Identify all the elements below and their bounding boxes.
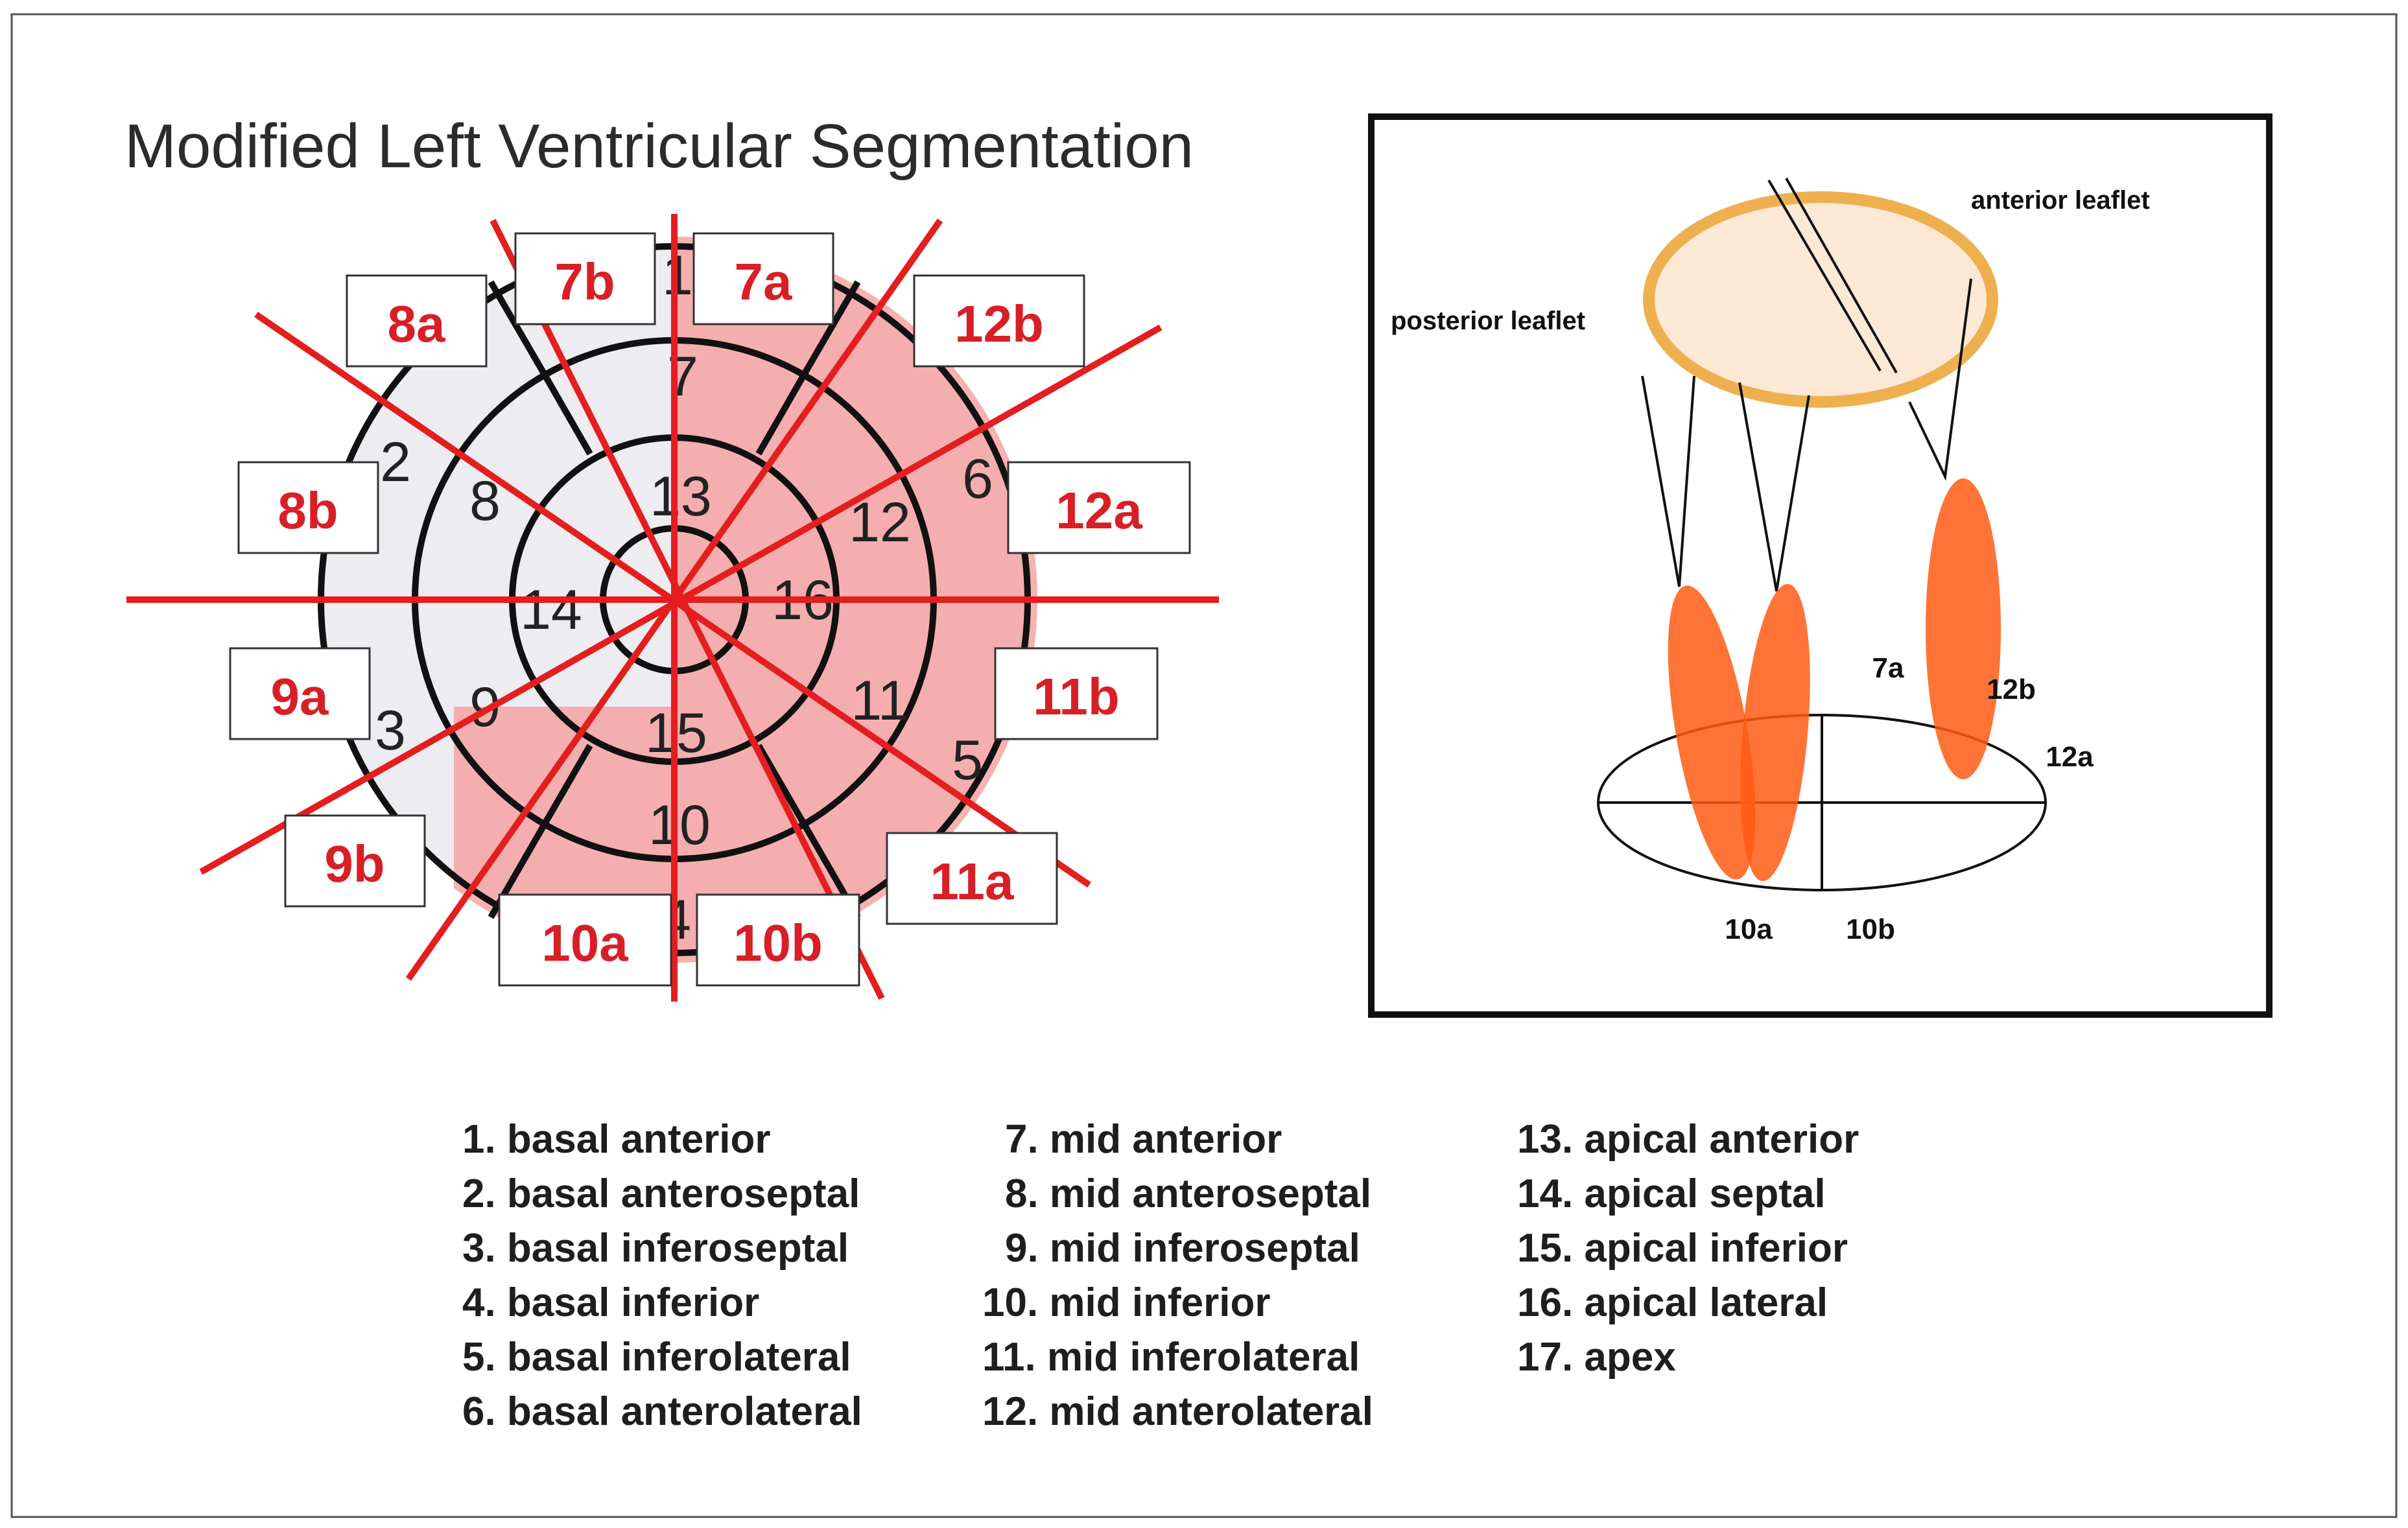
subsegment-label: 11b xyxy=(1033,668,1119,725)
leaflet-line xyxy=(1767,179,1882,372)
page-title: Modified Left Ventricular Segmentation xyxy=(124,112,1194,181)
chordae xyxy=(1908,278,1972,481)
leaflet-line xyxy=(1785,178,1898,373)
segment-number: 13 xyxy=(650,465,712,528)
mitral-annulus xyxy=(1643,191,1998,408)
subsegment-label: 8b xyxy=(277,482,338,539)
subsegment-label: 8a xyxy=(388,295,445,353)
valve-label-12b: 12b xyxy=(1987,674,2036,705)
segment-number: 5 xyxy=(952,729,983,792)
legend-item: 2. basal anteroseptal xyxy=(462,1171,860,1216)
legend-item: 9. mid inferoseptal xyxy=(1005,1226,1360,1271)
red-subsegment-lines xyxy=(126,214,1219,1002)
legend-column-basal: 1. basal anterior 2. basal anteroseptal … xyxy=(462,1117,862,1434)
segment-number: 10 xyxy=(648,794,711,856)
subsegment-label: 7b xyxy=(554,253,615,311)
subsegment-label: 11a xyxy=(930,852,1014,910)
legend-item: 10. mid inferior xyxy=(982,1280,1270,1325)
chordae xyxy=(1641,375,1695,587)
legend-column-apical: 13. apical anterior 14. apical septal 15… xyxy=(1517,1117,1859,1380)
subsegment-label: 10b xyxy=(733,914,823,972)
legend-item: 17. apex xyxy=(1517,1335,1676,1380)
anterior-leaflet-label: anterior leaflet xyxy=(1971,186,2150,215)
subsegment-labels: 7a 7b 8a 8b 9a 9b 10a 10b 11a 11b 12a 12… xyxy=(271,253,1143,972)
subsegment-label: 9b xyxy=(324,835,384,893)
legend-item: 7. mid anterior xyxy=(1005,1117,1282,1162)
chordae xyxy=(1738,382,1810,592)
segment-number: 14 xyxy=(520,579,582,641)
papillary-muscle-anterior xyxy=(1926,478,2001,779)
subsegment-label: 7a xyxy=(735,253,792,311)
legend-item: 14. apical septal xyxy=(1517,1171,1826,1216)
subsegment-label: 9a xyxy=(271,668,329,725)
legend-column-mid: 7. mid anterior 8. mid anteroseptal 9. m… xyxy=(982,1117,1373,1434)
papillary-muscle-posterior xyxy=(1668,585,1756,880)
segment-number: 3 xyxy=(375,699,406,762)
legend-item: 1. basal anterior xyxy=(462,1117,771,1162)
legend-item: 13. apical anterior xyxy=(1517,1117,1859,1162)
subsegment-boxes xyxy=(229,232,1191,987)
legend-item: 15. apical inferior xyxy=(1517,1226,1848,1271)
valve-label-12a: 12a xyxy=(2046,741,2094,773)
valve-label-10b: 10b xyxy=(1846,913,1895,945)
posterior-leaflet-label: posterior leaflet xyxy=(1391,307,1585,335)
legend-item: 5. basal inferolateral xyxy=(462,1335,851,1380)
bullseye-diagram: 1 2 3 4 5 6 7 8 9 10 11 12 13 14 15 16 xyxy=(126,214,1219,1002)
legend-item: 12. mid anterolateral xyxy=(982,1389,1373,1434)
segment-legend: 1. basal anterior 2. basal anteroseptal … xyxy=(462,1117,1859,1434)
segment-number: 11 xyxy=(851,670,908,732)
papillary-muscle-posterior xyxy=(1740,583,1810,882)
subsegment-label: 12a xyxy=(1056,482,1142,539)
subsegment-label: 12b xyxy=(954,295,1044,353)
segment-number: 2 xyxy=(380,431,411,493)
subsegment-label: 10a xyxy=(541,914,628,972)
valve-label-7a: 7a xyxy=(1872,652,1904,684)
valve-panel: anterior leaflet posterior leaflet 7a 12… xyxy=(1368,113,2272,1018)
segment-number: 6 xyxy=(962,448,993,510)
legend-item: 16. apical lateral xyxy=(1517,1280,1828,1325)
valve-label-10a: 10a xyxy=(1725,913,1773,945)
legend-item: 6. basal anterolateral xyxy=(462,1389,862,1434)
legend-item: 3. basal inferoseptal xyxy=(462,1226,849,1271)
legend-item: 8. mid anteroseptal xyxy=(1005,1171,1371,1216)
legend-item: 4. basal inferior xyxy=(462,1280,759,1325)
legend-item: 11. mid inferolateral xyxy=(982,1335,1360,1380)
